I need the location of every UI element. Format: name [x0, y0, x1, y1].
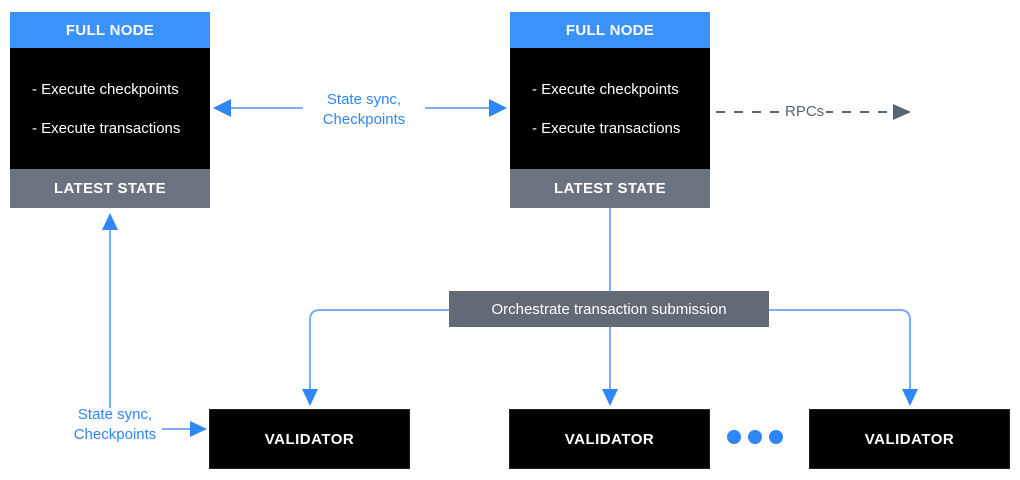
state-sync-bottom-label-line1: State sync,: [77, 406, 153, 423]
full-node-2-body: - Execute checkpoints - Execute transact…: [510, 48, 710, 169]
ellipsis-dot: [748, 430, 762, 444]
full-node-box-1: FULL NODE - Execute checkpoints - Execut…: [10, 12, 210, 208]
state-sync-bottom-label-line2: Checkpoints: [73, 426, 157, 443]
validator-box-1: VALIDATOR: [209, 409, 410, 469]
full-node-1-title: FULL NODE: [10, 12, 210, 48]
validator-box-2: VALIDATOR: [509, 409, 710, 469]
rpcs-dashed-arrow-icon: [716, 104, 911, 120]
full-node-2-item-execute-checkpoints: - Execute checkpoints: [532, 80, 679, 98]
full-node-1-body: - Execute checkpoints - Execute transact…: [10, 48, 210, 169]
full-node-2-title: FULL NODE: [510, 12, 710, 48]
full-node-2-latest-state: LATEST STATE: [510, 169, 710, 208]
full-node-2-item-execute-transactions: - Execute transactions: [532, 119, 681, 137]
validator-box-3: VALIDATOR: [809, 409, 1010, 469]
state-sync-up-arrow-icon: [102, 213, 118, 408]
state-sync-top-label-line1: State sync,: [326, 91, 402, 108]
state-sync-top-label: State sync, Checkpoints: [303, 90, 425, 130]
orchestrate-right-arrow-icon: [768, 309, 918, 406]
rpcs-label: RPCs: [783, 103, 827, 120]
orchestrate-left-arrow-icon: [302, 309, 452, 406]
full-node-box-2: FULL NODE - Execute checkpoints - Execut…: [510, 12, 710, 208]
state-sync-bottom-label: State sync, Checkpoints: [50, 405, 180, 445]
ellipsis-dot: [727, 430, 741, 444]
full-node-1-latest-state: LATEST STATE: [10, 169, 210, 208]
orchestrate-transaction-submission-box: Orchestrate transaction submission: [449, 291, 769, 327]
full-node-1-item-execute-transactions: - Execute transactions: [32, 119, 181, 137]
state-sync-top-label-line2: Checkpoints: [322, 111, 406, 128]
ellipsis-icon: [727, 430, 783, 444]
state-sync-right-arrow-icon: [162, 421, 207, 437]
full-node-1-item-execute-checkpoints: - Execute checkpoints: [32, 80, 179, 98]
ellipsis-dot: [769, 430, 783, 444]
